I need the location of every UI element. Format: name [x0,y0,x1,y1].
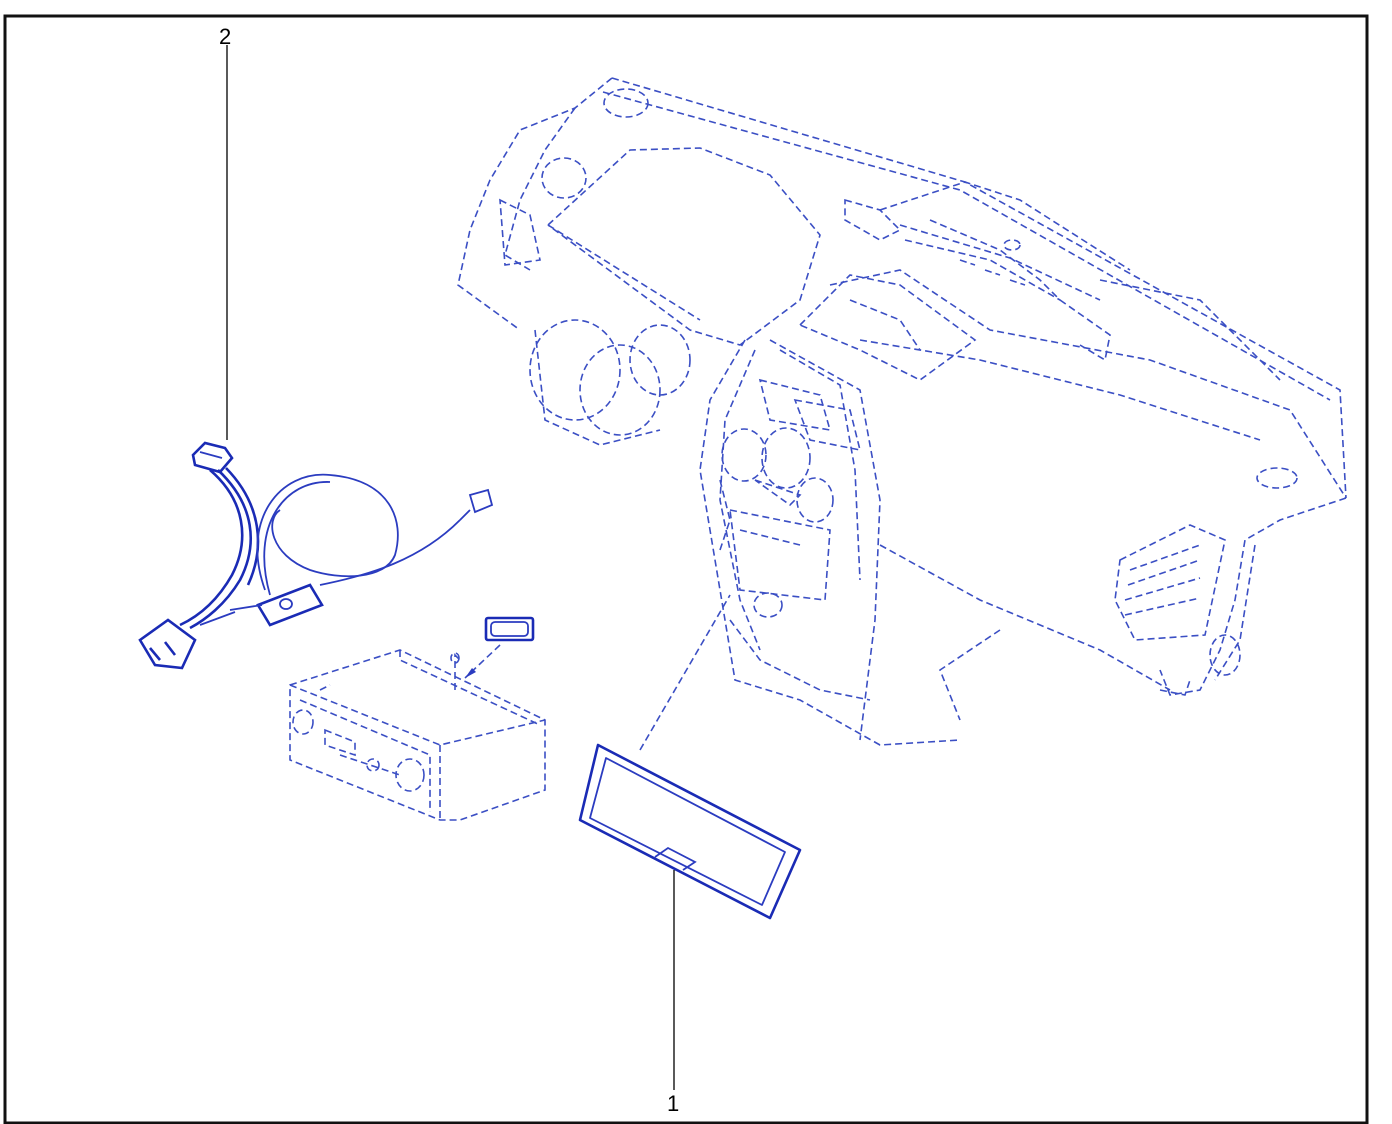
part-2-harness [138,441,494,670]
dashboard-outline [457,77,1347,746]
diagram-border [3,14,1369,1124]
part-1-bezel [578,594,802,920]
radio-unit-outline [289,649,546,821]
callout-label-2: 2 [219,24,232,49]
callout-label-1: 1 [667,1091,680,1116]
label-tag [464,616,535,679]
